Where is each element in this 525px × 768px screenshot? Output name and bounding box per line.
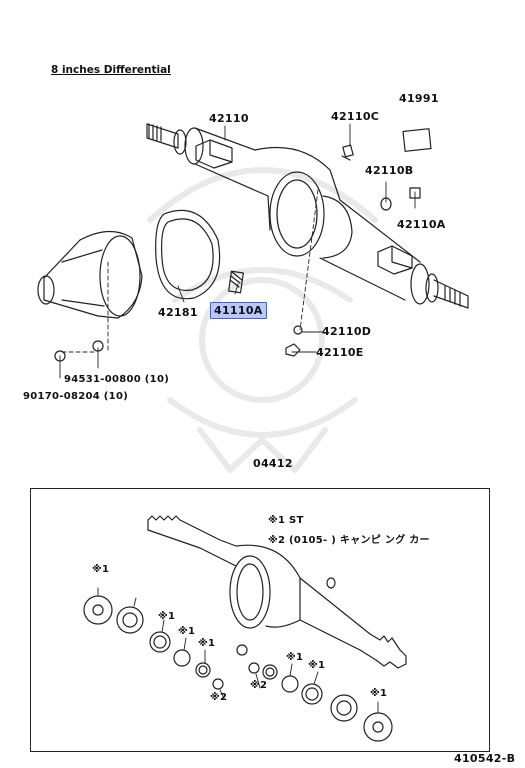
- group-code: 04412: [253, 457, 293, 470]
- differential-carrier: [37, 230, 143, 362]
- inset-marker: ※1: [158, 611, 176, 622]
- part-label-42181[interactable]: 42181: [158, 306, 198, 319]
- part-label-42110[interactable]: 42110: [209, 112, 249, 125]
- part-label-94531[interactable]: 94531-00800 (10): [64, 374, 170, 385]
- inset-housing: [147, 515, 407, 669]
- figure-code: 410542-B: [454, 752, 516, 765]
- part-label-41110a-highlighted[interactable]: 41110A: [210, 302, 267, 319]
- inset-marker: ※1: [198, 638, 216, 649]
- leader-lines: [59, 123, 416, 379]
- inset-marker: ※1: [286, 652, 304, 663]
- part-label-41991[interactable]: 41991: [399, 92, 439, 105]
- diagram-title: 8 inches Differential: [51, 64, 171, 76]
- part-label-42110b[interactable]: 42110B: [365, 164, 414, 177]
- inset-marker: ※2: [210, 692, 228, 703]
- inset-note-camping: ※2 (0105- ) キャンピ ング カー: [268, 535, 430, 546]
- inset-frame: [30, 488, 490, 752]
- part-label-42110c[interactable]: 42110C: [331, 110, 380, 123]
- small-parts: [228, 128, 432, 357]
- watermark-logo: [147, 167, 378, 473]
- inset-marker: ※1: [308, 660, 326, 671]
- gasket: [155, 209, 221, 300]
- inset-marker: ※1: [92, 564, 110, 575]
- axle-housing: [146, 123, 469, 309]
- part-label-42110d[interactable]: 42110D: [322, 325, 372, 338]
- inset-exploded-parts: [83, 587, 393, 742]
- part-label-42110a[interactable]: 42110A: [397, 218, 446, 231]
- inset-marker: ※1: [370, 688, 388, 699]
- part-label-90170[interactable]: 90170-08204 (10): [23, 391, 129, 402]
- inset-marker: ※1: [178, 626, 196, 637]
- inset-note-st: ※1 ST: [268, 515, 304, 526]
- part-label-42110e[interactable]: 42110E: [316, 346, 364, 359]
- inset-marker: ※2: [250, 680, 268, 691]
